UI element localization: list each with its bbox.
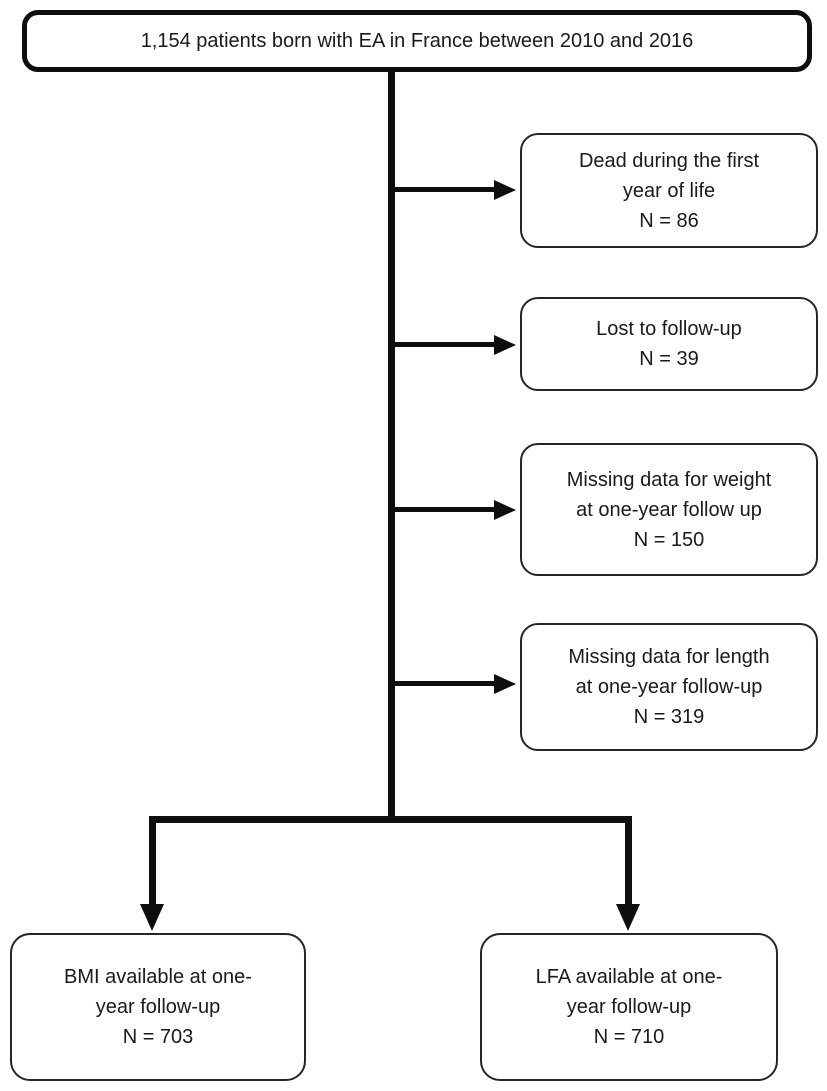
arrowhead-right-icon — [494, 334, 516, 355]
arrowhead-down-icon — [616, 904, 640, 931]
box-text-line: at one-year follow up — [576, 498, 762, 521]
box-count-line: N = 703 — [122, 1026, 194, 1048]
box-text-line: at one-year follow-up — [575, 676, 763, 698]
box-text-line: Missing data for weight — [566, 468, 772, 491]
box-text-line: Lost to follow-up — [596, 318, 742, 340]
box-count-line: N = 710 — [593, 1026, 665, 1048]
box-missing-weight: Missing data for weight at one-year foll… — [520, 443, 818, 576]
arrowhead-right-icon — [494, 673, 516, 694]
arrow-to-missing-length-box — [392, 681, 494, 686]
box-lfa-available: LFA available at one- year follow-up N =… — [480, 933, 778, 1081]
box-text-line: Missing data for length — [568, 646, 770, 668]
box-lost-to-follow-up: Lost to follow-up N = 39 — [520, 297, 818, 391]
box-count-line: N = 86 — [639, 209, 699, 232]
box-text-line: Dead during the first — [578, 149, 760, 172]
arrowhead-down-icon — [140, 904, 164, 931]
arrow-to-dead-box — [392, 187, 494, 192]
box-text-line: 1,154 patients born with EA in France be… — [140, 30, 694, 52]
box-text-line: LFA available at one- — [535, 966, 723, 988]
branch-right-drop-line — [625, 816, 632, 905]
box-missing-length: Missing data for length at one-year foll… — [520, 623, 818, 751]
box-bmi-available: BMI available at one- year follow-up N =… — [10, 933, 306, 1081]
arrowhead-right-icon — [494, 179, 516, 200]
arrow-to-missing-weight-box — [392, 507, 494, 512]
box-count-line: N = 39 — [639, 348, 699, 370]
arrowhead-right-icon — [494, 499, 516, 520]
box-text-line: year follow-up — [95, 996, 221, 1018]
box-text-line: year of life — [622, 179, 716, 202]
box-text-line: BMI available at one- — [64, 966, 252, 988]
branch-horizontal-line — [149, 816, 631, 823]
box-count-line: N = 150 — [633, 528, 705, 551]
box-dead-first-year: Dead during the first year of life N = 8… — [520, 133, 818, 248]
box-text-line: year follow-up — [566, 996, 692, 1018]
box-total-patients: 1,154 patients born with EA in France be… — [22, 10, 812, 72]
box-count-line: N = 319 — [633, 706, 705, 728]
arrow-to-lost-box — [392, 342, 494, 347]
trunk-connector-line — [388, 72, 395, 820]
branch-left-drop-line — [149, 816, 156, 905]
